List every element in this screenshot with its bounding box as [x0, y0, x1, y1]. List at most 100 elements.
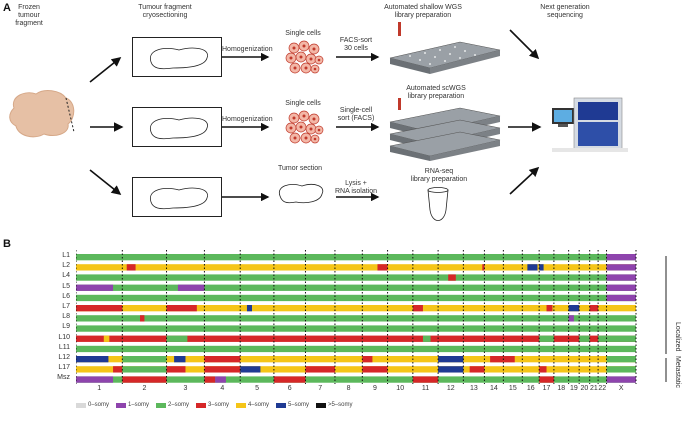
group-brackets [665, 256, 667, 382]
legend-swatch [316, 402, 326, 408]
chromosome-label-11: 11 [421, 385, 430, 392]
tumor-section-image [278, 184, 324, 204]
legend-swatch [156, 402, 166, 408]
panel-b-letter: B [3, 238, 11, 250]
karyotype-segment [589, 305, 599, 312]
karyotype-segment [438, 366, 464, 373]
panel-a-letter: A [3, 2, 11, 14]
karyotype-segment [166, 305, 197, 312]
row-label-L1: L1 [62, 252, 70, 259]
legend-swatch [116, 402, 126, 408]
karyotype-segment [606, 376, 636, 383]
karyotype-segment [362, 366, 388, 373]
legend-label: 2–somy [168, 402, 190, 408]
chromosome-label-14: 14 [489, 385, 498, 392]
karyotype-segment [204, 376, 216, 383]
karyotype-segment [204, 366, 241, 373]
legend-item: 0–somy [76, 402, 109, 408]
chromosome-label-3: 3 [183, 385, 188, 392]
frozen-fragment-label: Frozen tumour fragment [15, 4, 43, 27]
karyotype-segment [579, 335, 590, 342]
chromosome-label-9: 9 [372, 385, 377, 392]
karyotype-row-L12 [76, 356, 636, 363]
karyotype-segment [140, 315, 145, 322]
chromosome-label-12: 12 [446, 385, 455, 392]
legend-label: 4–somy [248, 402, 270, 408]
karyotype-segment [568, 305, 580, 312]
row-label-Msz: Msz [57, 374, 70, 382]
chromosome-label-22: 22 [598, 385, 607, 392]
rna-tube-image [427, 187, 449, 221]
chromosome-label-X: X [618, 385, 624, 392]
sequencer-image [552, 97, 628, 152]
chromosome-label-6: 6 [287, 385, 292, 392]
chromosome-label-19: 19 [569, 385, 578, 392]
karyotype-row-L4 [76, 274, 636, 281]
karyotype-row-L5 [76, 284, 636, 291]
karyotype-segment [422, 335, 431, 342]
karyotype-segment [606, 254, 636, 261]
karyotype-segment [166, 335, 188, 342]
chromosome-label-16: 16 [526, 385, 535, 392]
chromosome-label-7: 7 [318, 385, 323, 392]
section-box-3 [132, 177, 222, 217]
chromosome-label-18: 18 [557, 385, 566, 392]
legend-label: 5–somy [288, 402, 310, 408]
chromosome-label-2: 2 [142, 385, 147, 392]
chromosome-label-5: 5 [255, 385, 259, 392]
row-label-L4: L4 [62, 272, 70, 280]
legend-item: 2–somy [156, 402, 189, 408]
karyotype-segment [606, 356, 636, 363]
tumor-section-label: Tumor section [277, 165, 323, 172]
karyotype-segment [546, 305, 553, 312]
chromosome-label-1: 1 [97, 385, 102, 392]
karyotype-segment [490, 356, 504, 363]
legend-item: 4–somy [236, 402, 269, 408]
karyotype-segment [122, 356, 167, 363]
legend-label: >5–somy [328, 402, 353, 408]
legend-swatch [76, 402, 86, 408]
karyotype-row-L17 [76, 366, 636, 373]
karyotype-row-L8 [76, 315, 636, 322]
karyotype-segment [606, 294, 636, 302]
legend-item: 5–somy [276, 402, 309, 408]
chromosome-label-21: 21 [589, 385, 598, 392]
homogenization-label-1: Homogenization [222, 46, 273, 53]
legend-item: 1–somy [116, 402, 149, 408]
karyotype-segment [503, 356, 515, 363]
karyotype-row-L10 [76, 335, 636, 342]
legend-swatch [236, 402, 246, 408]
karyotype-segment [215, 376, 226, 383]
karyotype-segment [568, 315, 574, 322]
karyotype-row-L9 [76, 325, 636, 332]
karyotype-segment [438, 356, 464, 363]
karyotype-segment [76, 305, 123, 312]
row-label-L12: L12 [58, 354, 70, 361]
karyotype-segment [469, 366, 485, 373]
karyotype-row-L11 [76, 345, 636, 353]
karyotype-segment [246, 305, 252, 312]
row-label-L17: L17 [58, 364, 70, 372]
metastatic-label: Metastatic [674, 356, 681, 388]
single-cells-image-2 [285, 110, 324, 144]
karyotype-segment [377, 264, 388, 271]
cryosectioning-label: Tumour fragment cryosectioning [138, 4, 192, 19]
legend-label: 0–somy [88, 402, 110, 408]
rnaseq-label: RNA-seq library preparation [410, 168, 468, 183]
plate-scwgs-image [389, 98, 501, 161]
karyotype-segment [539, 366, 547, 373]
karyotype-segment [305, 366, 335, 373]
karyotype-segment [76, 376, 114, 383]
karyotype-row-L2 [76, 264, 636, 271]
karyotype-row-Msz [76, 376, 636, 383]
karyotype-segment [412, 376, 439, 383]
auto-shallow-wgs-label: Automated shallow WGS library preparatio… [384, 4, 462, 19]
legend-item: 3–somy [196, 402, 229, 408]
karyotype-segment [76, 356, 109, 363]
karyotype-segment [527, 264, 538, 271]
karyotype-segment [482, 264, 485, 271]
panel-a-arrows [89, 29, 542, 202]
chromosome-label-17: 17 [542, 385, 551, 392]
karyotype-segment [240, 366, 261, 373]
karyotype-segment [606, 366, 636, 373]
